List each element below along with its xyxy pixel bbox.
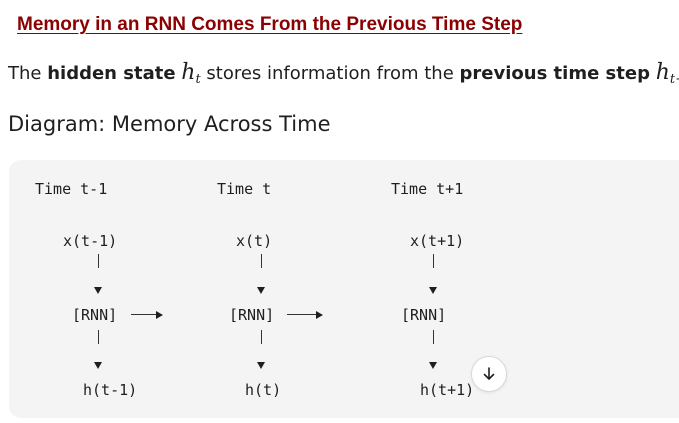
time-label-t: Time t — [217, 180, 272, 198]
hidden-state-term: hidden state — [47, 63, 176, 84]
rnn-cell-t-plus-1: [RNN] — [401, 306, 447, 324]
connector-line — [98, 254, 99, 268]
math-h-t-minus-1: ht−1 — [655, 60, 679, 87]
down-arrow-icon — [94, 287, 102, 294]
math-subscript: t — [195, 72, 201, 87]
arrow-down-icon — [481, 366, 497, 382]
math-subscript: t−1 — [669, 72, 679, 87]
math-h-t: ht — [181, 60, 201, 87]
rnn-cell-t: [RNN] — [229, 306, 275, 324]
recurrent-arrow-icon — [131, 310, 163, 320]
recurrent-arrow-icon — [287, 310, 323, 320]
input-x-t-plus-1: x(t+1) — [410, 232, 465, 250]
connector-line — [261, 254, 262, 268]
math-symbol: h — [181, 60, 196, 85]
output-h-t-minus-1: h(t-1) — [83, 381, 138, 399]
scroll-down-button[interactable] — [471, 356, 507, 392]
page-title: Memory in an RNN Comes From the Previous… — [17, 14, 523, 35]
down-arrow-icon — [429, 287, 437, 294]
diagram-code-block — [9, 160, 679, 418]
input-x-t-minus-1: x(t-1) — [63, 232, 118, 250]
down-arrow-icon — [94, 362, 102, 369]
connector-line — [98, 330, 99, 344]
intro-paragraph: The hidden state ht stores information f… — [8, 60, 679, 87]
output-h-t: h(t) — [245, 381, 282, 399]
connector-line — [433, 254, 434, 268]
down-arrow-icon — [257, 362, 265, 369]
input-x-t: x(t) — [236, 232, 273, 250]
section-heading: Diagram: Memory Across Time — [8, 112, 331, 136]
intro-text: The — [8, 63, 48, 84]
down-arrow-icon — [429, 362, 437, 369]
time-label-t-plus-1: Time t+1 — [391, 180, 464, 198]
connector-line — [261, 330, 262, 344]
output-h-t-plus-1: h(t+1) — [420, 381, 475, 399]
time-label-t-minus-1: Time t-1 — [35, 180, 108, 198]
math-symbol: h — [655, 60, 670, 85]
down-arrow-icon — [257, 287, 265, 294]
intro-text: stores information from the — [200, 63, 460, 84]
previous-time-step-term: previous time step — [459, 63, 650, 84]
connector-line — [433, 330, 434, 344]
rnn-cell-t-minus-1: [RNN] — [72, 306, 118, 324]
